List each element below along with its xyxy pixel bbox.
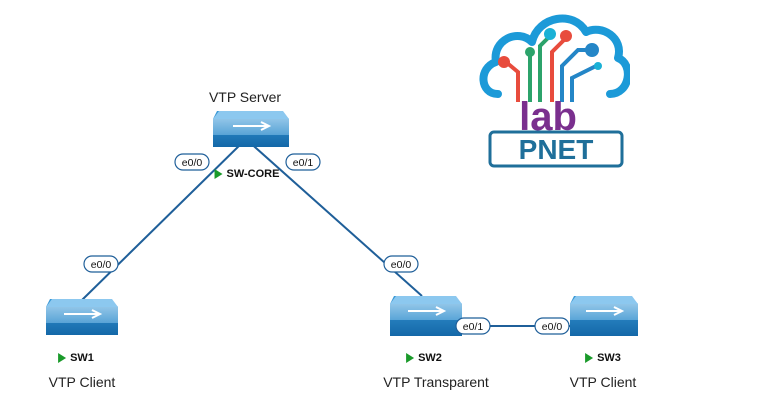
port-label-sw2-e0-1: e0/1 [455, 317, 491, 335]
svg-text:e0/0: e0/0 [91, 259, 112, 271]
node-name-text: SW2 [418, 352, 442, 364]
role-label-sw1: VTP Client [48, 374, 116, 390]
switch-sw1-icon[interactable] [46, 299, 118, 335]
role-label-sw3: VTP Client [569, 374, 637, 390]
switch-sw2-icon[interactable] [390, 296, 462, 336]
svg-text:e0/1: e0/1 [463, 321, 484, 333]
port-label-swcore-e0-1: e0/1 [285, 153, 321, 171]
node-name-sw2[interactable]: SW2 [406, 352, 442, 364]
switch-sw3-icon[interactable] [570, 296, 638, 336]
link-swcore-sw1[interactable] [81, 139, 246, 301]
port-label-sw3-e0-0: e0/0 [534, 317, 570, 335]
play-icon [406, 353, 415, 363]
port-label-swcore-e0-0: e0/0 [174, 153, 210, 171]
node-name-text: SW-CORE [226, 168, 280, 180]
svg-text:e0/0: e0/0 [391, 259, 412, 271]
port-label-sw2-e0-0: e0/0 [383, 255, 419, 273]
svg-text:e0/0: e0/0 [542, 321, 563, 333]
node-name-sw3[interactable]: SW3 [585, 352, 621, 364]
role-label-sw-core: VTP Server [208, 89, 282, 105]
svg-text:PNET: PNET [519, 134, 594, 165]
node-name-sw1[interactable]: SW1 [58, 352, 94, 364]
pnetlab-logo: lab PNET [479, 14, 630, 168]
svg-text:e0/1: e0/1 [293, 157, 314, 169]
play-icon [214, 169, 223, 179]
node-name-text: SW1 [70, 352, 94, 364]
play-icon [58, 353, 67, 363]
node-name-sw-core[interactable]: SW-CORE [214, 168, 280, 180]
role-label-sw2: VTP Transparent [383, 374, 489, 390]
switch-sw-core-icon[interactable] [213, 111, 289, 147]
node-name-text: SW3 [597, 352, 621, 364]
svg-text:e0/0: e0/0 [182, 157, 203, 169]
play-icon [585, 353, 594, 363]
port-label-sw1-e0-0: e0/0 [83, 255, 119, 273]
